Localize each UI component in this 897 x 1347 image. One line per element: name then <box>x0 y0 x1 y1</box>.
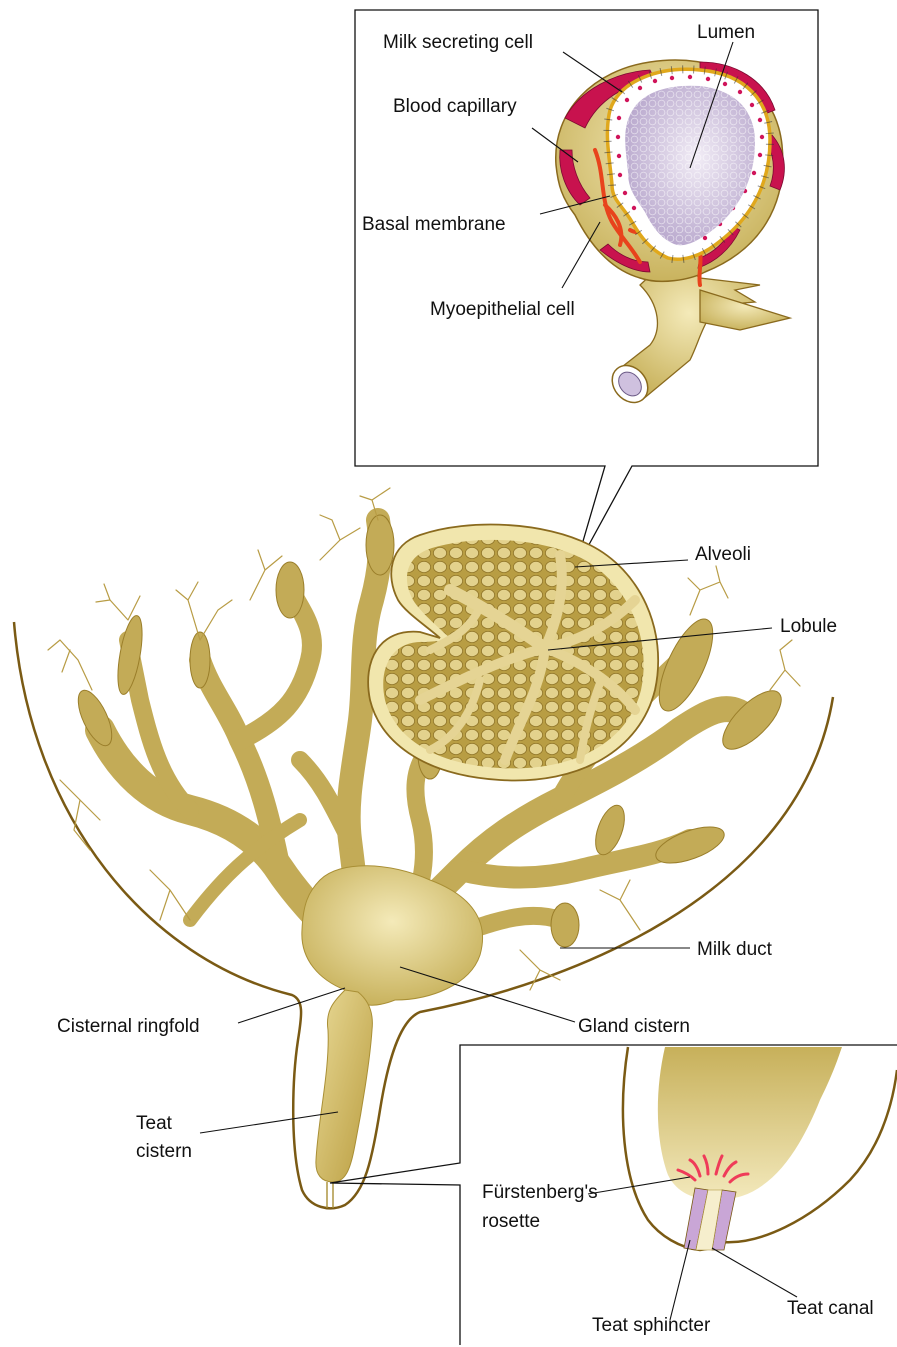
alveolus-inset: Milk secreting cell Lumen Blood capillar… <box>355 10 818 572</box>
lobule <box>368 525 658 781</box>
label-teat-cistern-2: cistern <box>136 1141 192 1162</box>
teat-sphincter-muscle <box>684 1188 736 1250</box>
label-milk-secreting-cell: Milk secreting cell <box>383 32 533 53</box>
label-furstenberg-2: rosette <box>482 1211 540 1232</box>
label-teat-sphincter: Teat sphincter <box>592 1315 711 1336</box>
teat-tip-tissue <box>658 1047 842 1200</box>
teat-cistern <box>316 990 372 1182</box>
label-blood-capillary: Blood capillary <box>393 96 517 117</box>
teat-tip-inset: Fürstenberg's rosette Teat sphincter Tea… <box>330 1045 897 1345</box>
label-lobule: Lobule <box>780 616 837 637</box>
label-myoepithelial-cell: Myoepithelial cell <box>430 299 575 320</box>
label-lumen: Lumen <box>697 22 755 43</box>
label-teat-canal: Teat canal <box>787 1298 874 1319</box>
label-teat-cistern-1: Teat <box>136 1113 173 1134</box>
label-cisternal-ringfold: Cisternal ringfold <box>57 1016 200 1037</box>
teat-canal-small <box>327 1182 333 1208</box>
label-gland-cistern: Gland cistern <box>578 1016 690 1037</box>
label-basal-membrane: Basal membrane <box>362 214 506 235</box>
label-alveoli: Alveoli <box>695 544 751 565</box>
label-milk-duct: Milk duct <box>697 939 773 960</box>
label-furstenberg-1: Fürstenberg's <box>482 1182 598 1203</box>
